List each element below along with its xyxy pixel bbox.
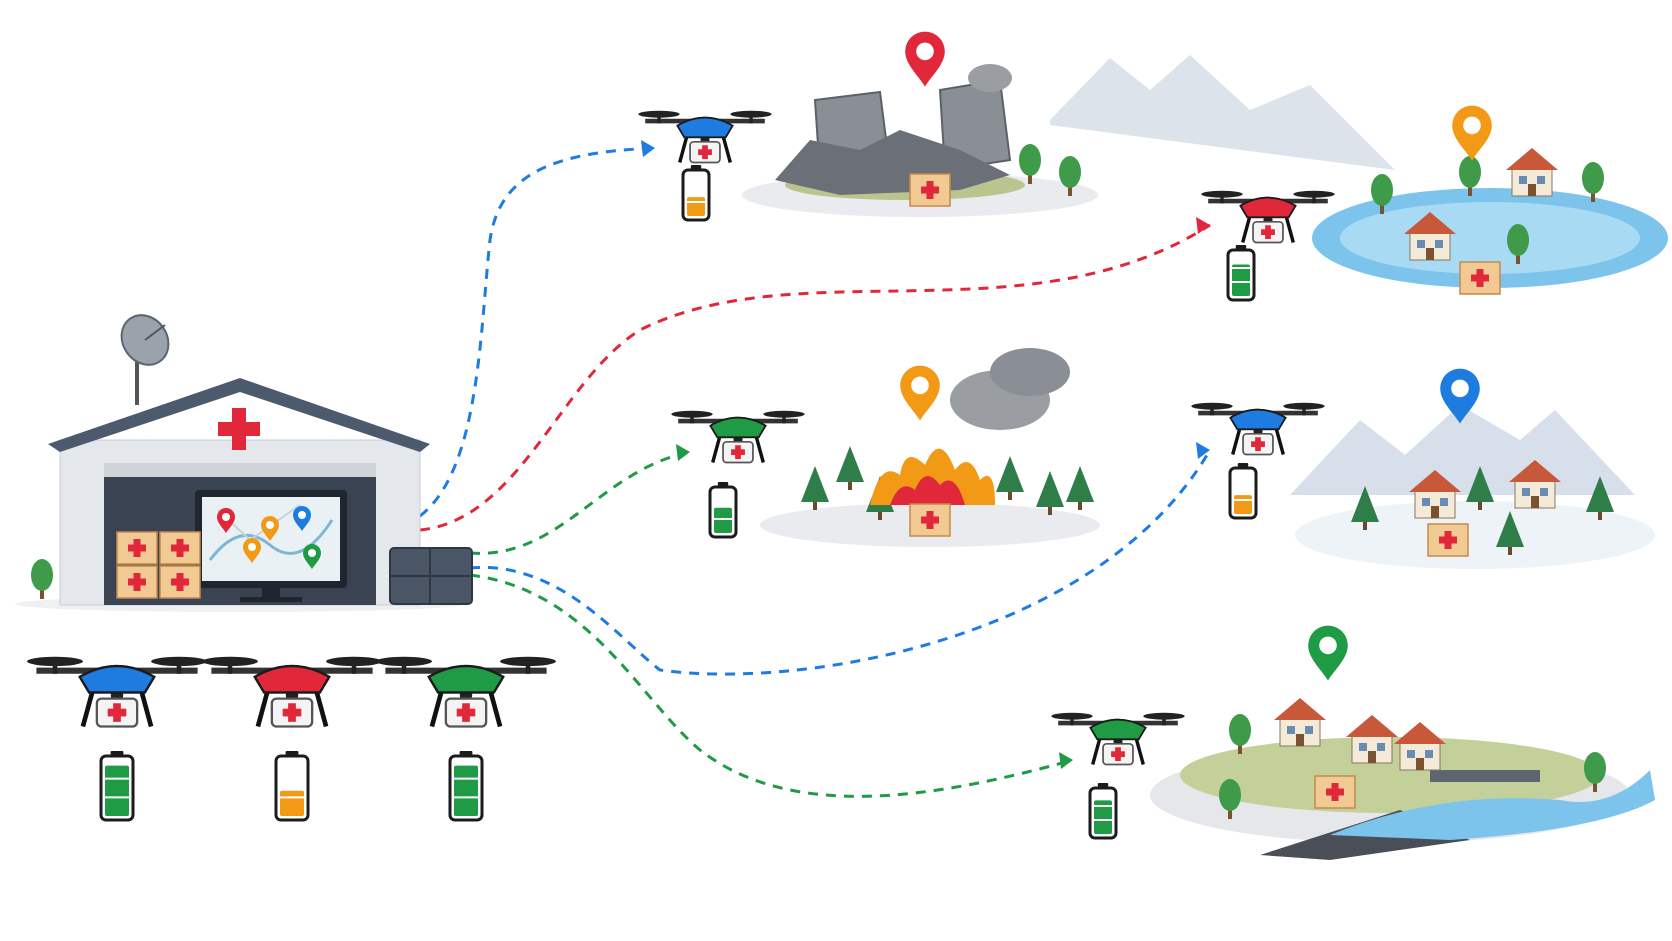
red-cross-icon [218,408,260,450]
mission-drone-green [671,411,804,463]
route-arrowhead [1196,217,1210,234]
missions [638,31,1492,840]
location-pin-icon [1452,105,1492,161]
mission-drone-blue [638,111,771,163]
route-forest-fire [469,450,691,555]
location-pin-icon [1308,625,1348,681]
map-pin-icon [293,506,311,531]
tree-icon [31,559,53,599]
location-pin-icon [905,31,945,87]
battery-icon [1228,463,1258,520]
location-pin-icon [1440,368,1480,424]
battery-pack-icon [389,547,473,605]
route-earthquake-rubble [419,146,656,518]
map-pin-icon [217,508,235,533]
earthquake-rubble-scene [742,64,1098,217]
battery-icon [708,482,738,539]
route-arrowhead [1059,752,1073,769]
route-snowy-village [469,449,1212,676]
snowy-village-scene [1290,405,1655,569]
mountain-backdrop [1050,55,1395,170]
battery-icon [448,751,484,822]
battery-icon [274,751,310,822]
drone-fleet [27,657,556,822]
battery-icon [1088,783,1118,840]
mission-drone-blue [1191,403,1324,455]
flooded-houses-scene [1312,147,1668,295]
fleet-drone-red [202,657,382,727]
damaged-village-scene [1150,697,1655,860]
battery-icon [1226,245,1256,302]
battery-icon [681,165,711,222]
route-arrowhead [1196,442,1210,459]
map-monitor-icon [195,490,347,602]
battery-icon [99,751,135,822]
mission-drone-green [1051,713,1184,765]
satellite-dish-icon [120,314,170,405]
map-pin-icon [261,516,279,541]
route-arrowhead [641,140,655,157]
map-pin-icon [243,538,261,563]
map-pin-icon [303,544,321,569]
mission-drone-red [1201,191,1334,243]
route-arrowhead [676,444,690,461]
route-flooded-houses [419,223,1211,532]
fleet-drone-blue [27,657,207,727]
fleet-drone-green [376,657,556,727]
flight-routes [419,140,1212,798]
route-damaged-village-broken-road [469,573,1074,798]
location-pin-icon [900,365,940,421]
forest-fire-scene [760,348,1100,547]
